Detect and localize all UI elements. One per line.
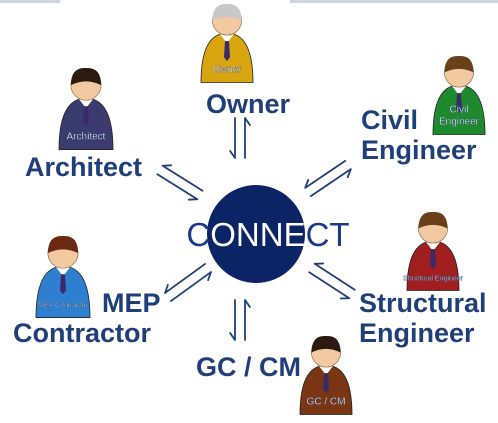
structural-engineer-connection-arrows <box>308 262 356 300</box>
architect-figure: Architect <box>58 67 114 150</box>
arrow-to-hub <box>308 271 351 300</box>
architect-badge-text: Architect <box>67 132 106 143</box>
architect-tie <box>83 106 89 127</box>
mep-contractor-hair <box>47 235 79 254</box>
arrow-to-hub <box>304 159 347 189</box>
gc-cm-hair <box>311 335 341 353</box>
owner-label: Owner <box>206 89 291 119</box>
gc-cm-figure: GC / CM <box>299 335 353 415</box>
arrow-to-hub <box>229 117 236 159</box>
mep-contractor-connection-arrows <box>164 263 212 302</box>
civil-engineer-collar <box>452 86 466 96</box>
civil-engineer-connection-arrows <box>304 159 352 198</box>
hub-letters-inner: ONNE <box>210 216 306 253</box>
owner-hair <box>212 3 242 21</box>
arrow-from-hub <box>244 117 251 159</box>
hub-letters-ct: CT <box>305 216 350 253</box>
arrow-from-hub <box>164 263 206 294</box>
gc-cm-badge-text: GC / CM <box>307 397 346 408</box>
mep-contractor-figure: MEP Contractor <box>35 235 91 318</box>
civil-engineer-hair <box>444 55 474 73</box>
arrow-from-hub <box>313 262 356 291</box>
structural-engineer-label: Structural Engineer <box>359 288 487 348</box>
arrow-to-hub <box>156 173 199 201</box>
arrow-to-hub <box>170 271 212 302</box>
owner-collar <box>220 34 234 44</box>
civil-engineer-badge-text: Engineer <box>439 117 480 128</box>
hub-letter-c: C <box>186 216 211 253</box>
architect-collar <box>79 99 93 109</box>
top-divider <box>0 0 60 3</box>
gc-cm-label: GC / CM <box>196 352 301 382</box>
top-divider <box>290 0 498 3</box>
structural-engineer-badge-text: Structural Engineer <box>403 276 464 283</box>
mep-contractor-tie <box>60 274 66 295</box>
structural-engineer-tie <box>430 249 436 270</box>
architect-label: Architect <box>25 152 143 182</box>
owner-tie <box>224 41 230 62</box>
arrow-from-hub <box>244 299 251 341</box>
gc-cm-connection-arrows <box>229 299 251 341</box>
arrow-from-hub <box>309 168 352 198</box>
structural-engineer-collar <box>426 242 440 252</box>
owner-badge-text: Owner <box>212 65 242 76</box>
arrow-to-hub <box>229 299 236 341</box>
civil-engineer-label: Civil Engineer <box>361 105 477 165</box>
gc-cm-tie <box>323 373 329 394</box>
structural-engineer-hair <box>418 211 448 229</box>
owner-connection-arrows <box>229 117 251 159</box>
connect-hub <box>207 185 305 283</box>
mep-contractor-label: MEP Contractor <box>13 288 161 348</box>
architect-hair <box>70 67 102 86</box>
gc-cm-collar <box>319 366 333 376</box>
connect-hub-label: CONNECT <box>180 213 356 257</box>
structural-engineer-figure: Structural Engineer <box>403 211 464 291</box>
architect-connection-arrows <box>156 164 204 201</box>
arrow-from-hub <box>161 164 204 192</box>
mep-contractor-badge-text: MEP Contractor <box>38 303 88 310</box>
owner-figure: Owner <box>200 3 254 83</box>
mep-contractor-collar <box>56 267 70 277</box>
civil-engineer-badge-text: Civil <box>450 105 469 116</box>
civil-engineer-tie <box>456 93 462 114</box>
